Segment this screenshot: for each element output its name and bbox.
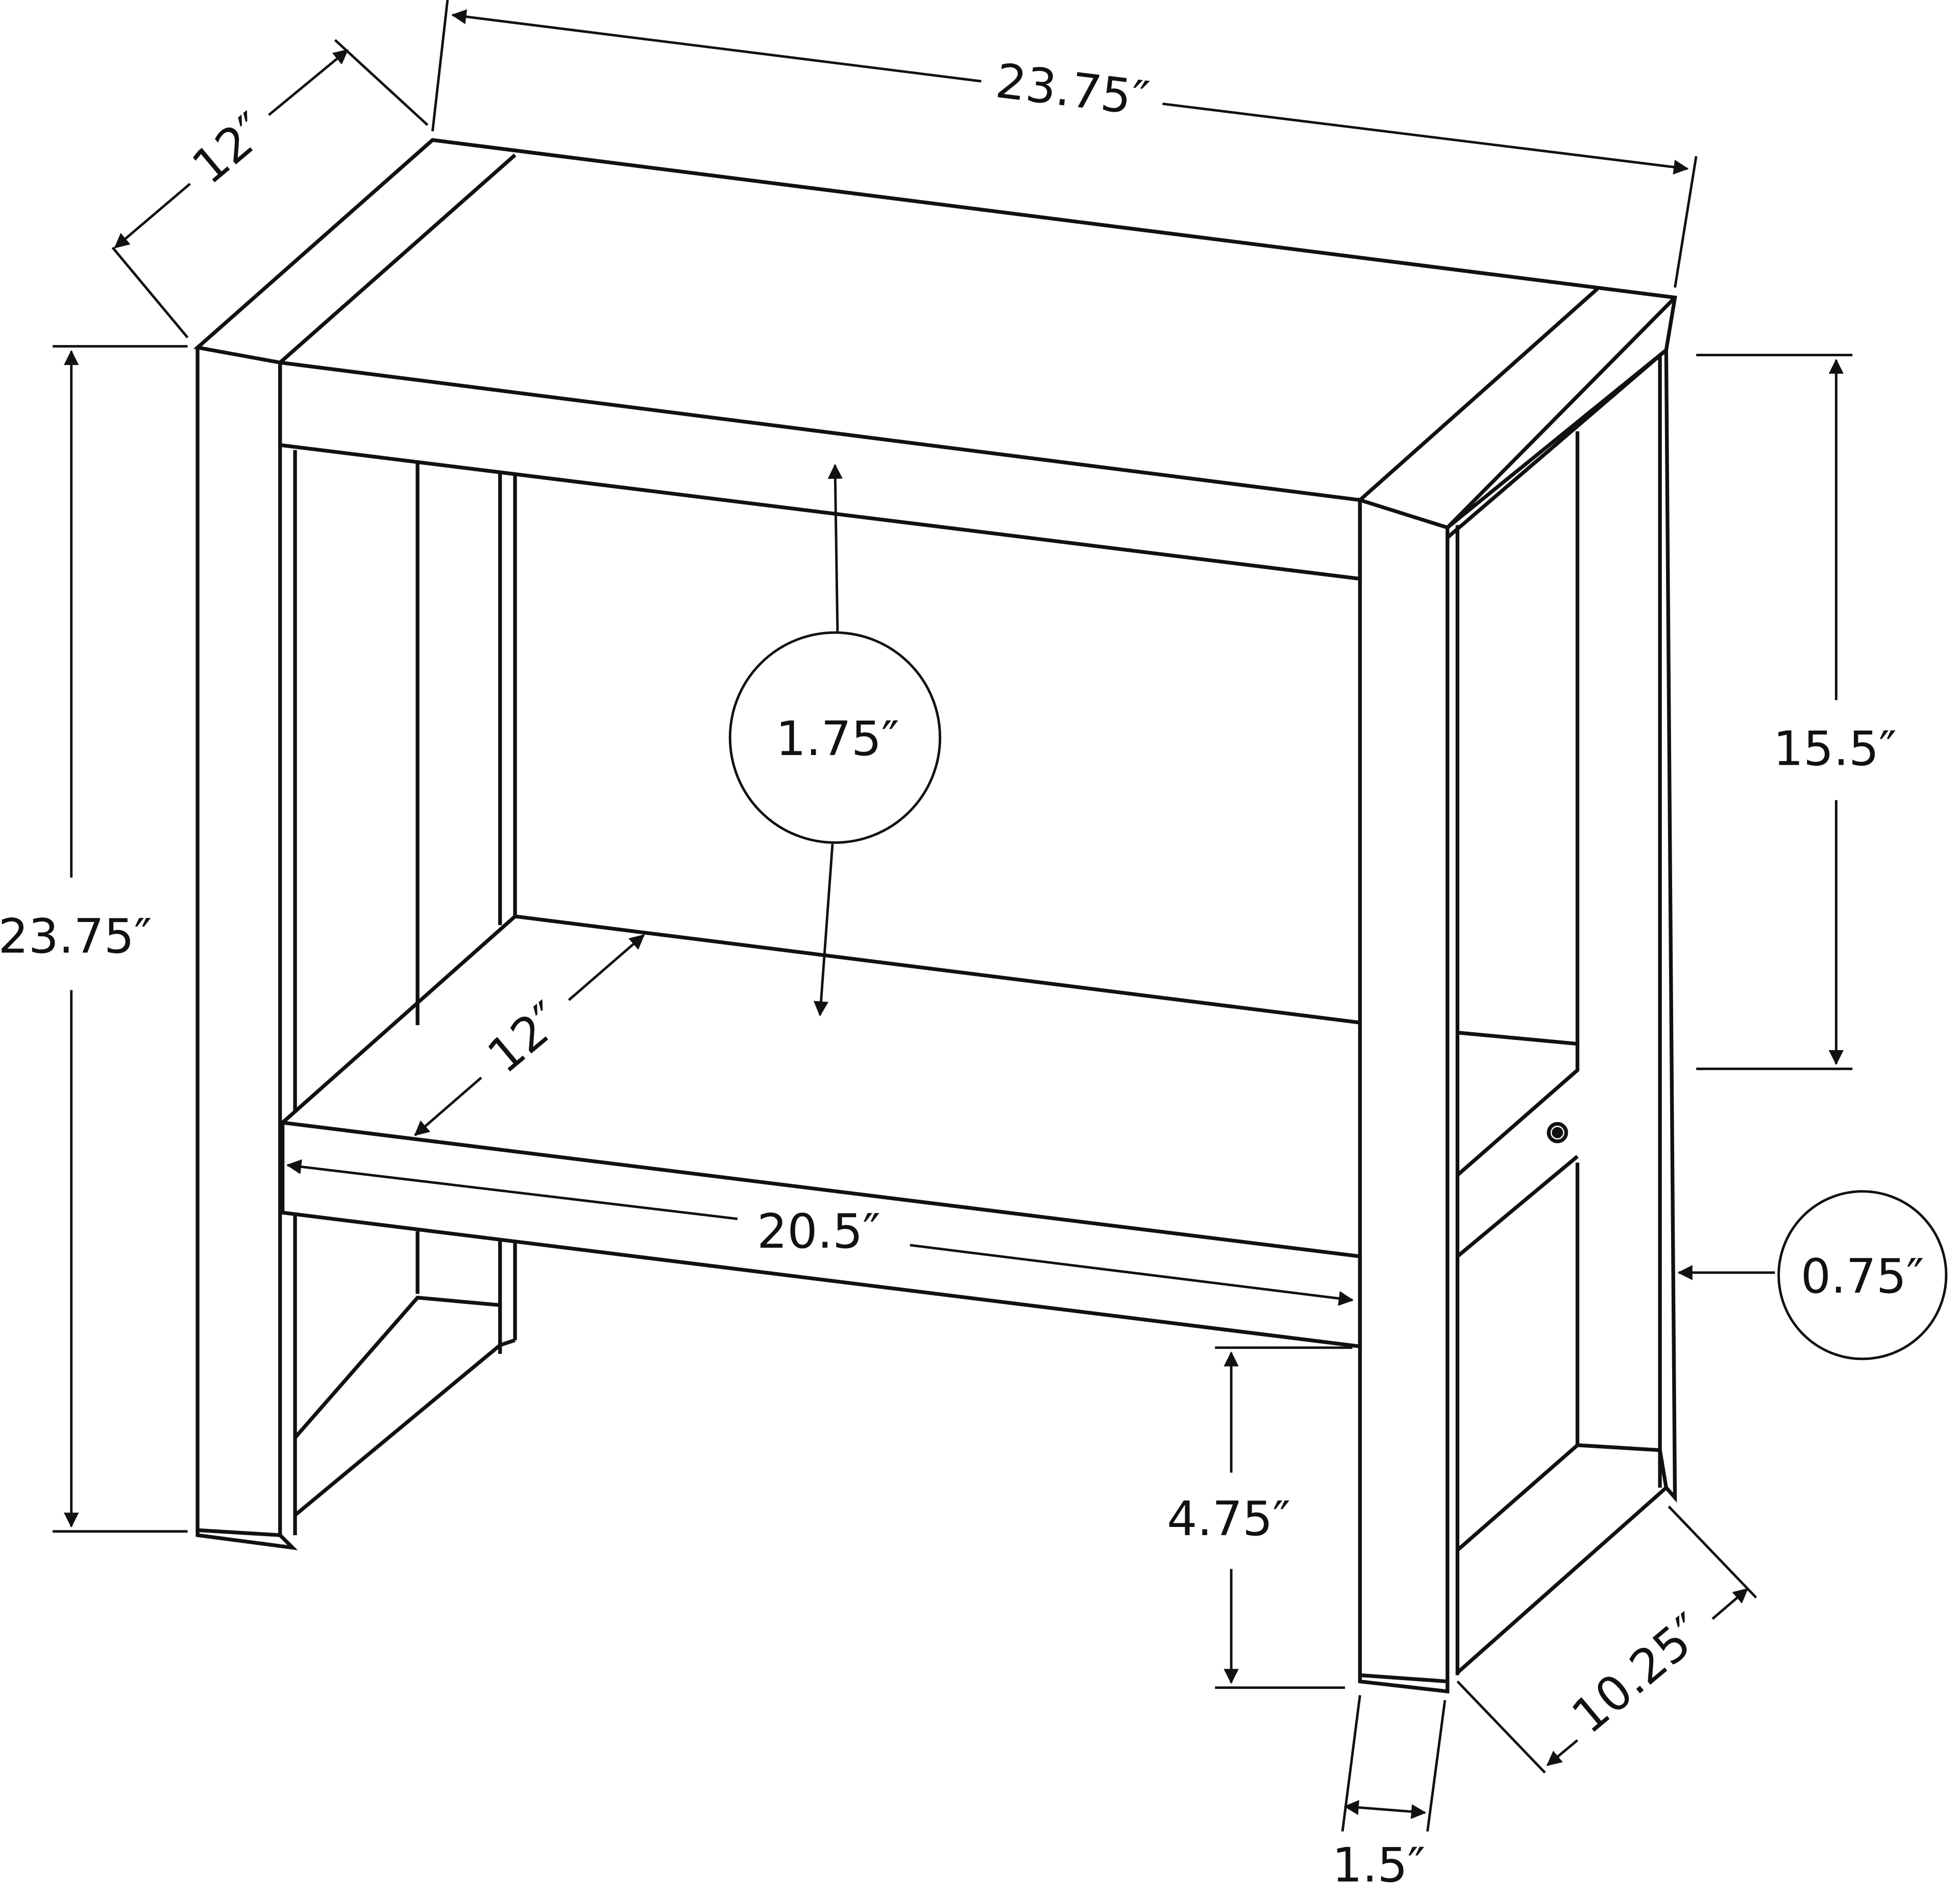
dimension-lines <box>53 0 1853 1832</box>
top-thickness-callout-circle <box>728 631 942 844</box>
label-height-total: 23.75″ <box>0 909 152 964</box>
label-clearance: 15.5″ <box>1773 721 1897 776</box>
label-side-thickness: 0.75″ <box>1801 1249 1924 1304</box>
label-top-thickness: 1.75″ <box>776 711 899 766</box>
side-thickness-callout-circle <box>1777 1190 1948 1361</box>
label-leg-width: 1.5″ <box>1332 1837 1426 1891</box>
label-width-top: 23.75″ <box>993 53 1152 127</box>
table-outline <box>193 138 1677 1694</box>
label-floor-clearance: 4.75″ <box>1167 1491 1290 1546</box>
callout-circles <box>728 631 1948 1361</box>
label-base-depth: 10.25″ <box>1561 1603 1714 1744</box>
label-depth-top: 12″ <box>182 102 277 195</box>
label-shelf-depth: 12″ <box>477 991 573 1084</box>
label-shelf-width: 20.5″ <box>757 1204 880 1259</box>
